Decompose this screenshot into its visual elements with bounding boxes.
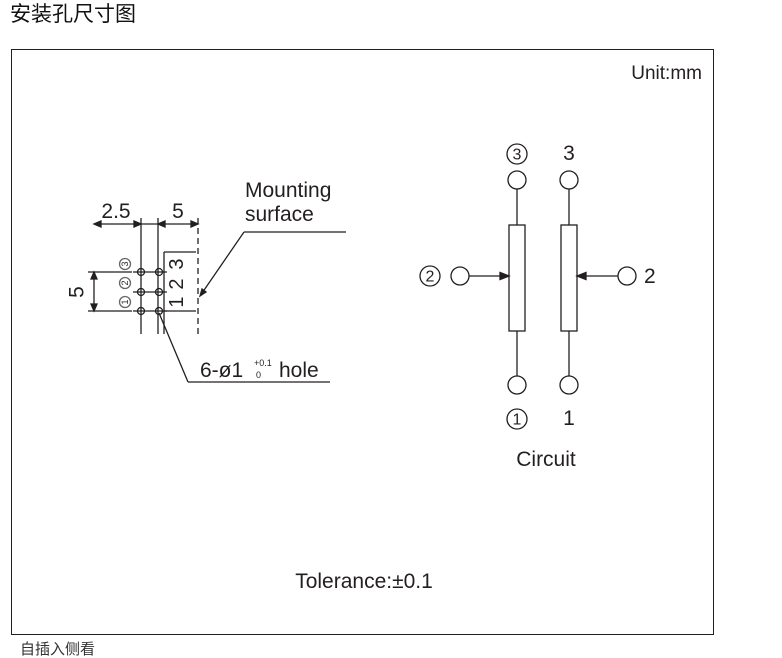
circled-pin-number-1: 1 [120,299,130,304]
pin-number-2: 2 [166,278,188,289]
footer-note: 自插入侧看 [20,640,96,658]
dimension-5-horizontal: 5 [172,200,184,223]
mounting-holes [133,267,167,316]
circuit-right-terminal-3: 3 [563,142,575,165]
pin-number-1: 1 [166,296,188,307]
hole-tolerance-lower: 0 [256,370,261,380]
dimension-5-vertical: 5 [66,286,89,298]
circled-pin-number-2: 2 [120,280,130,285]
circuit-label: Circuit [516,448,576,471]
drawing-frame [11,49,714,635]
hole-label-prefix: 6-ø1 [200,359,243,382]
pin-number-3: 3 [166,258,188,269]
hole-label-suffix: hole [279,359,319,382]
page-title: 安装孔尺寸图 [10,2,136,26]
circuit-right-terminal-1: 1 [563,407,575,430]
tolerance-label: Tolerance:±0.1 [295,570,433,593]
circuit-left-terminal-1: 1 [513,412,522,429]
circuit-circled-number-rings [118,143,528,430]
mounting-surface-label-line2: surface [245,203,314,226]
circuit-left-terminal-3: 3 [513,147,522,164]
circled-pin-number-3: 3 [120,261,130,266]
circuit-right-terminal-2: 2 [644,265,656,288]
mounting-surface-label-line1: Mounting [245,179,331,202]
dimension-2-5: 2.5 [101,200,130,223]
circuit-left-terminal-2: 2 [426,269,435,286]
circuit-left-resistor [450,170,527,395]
circuit-right-resistor [559,170,637,395]
unit-label: Unit:mm [631,63,702,84]
hole-tolerance-upper: +0.1 [254,358,272,368]
